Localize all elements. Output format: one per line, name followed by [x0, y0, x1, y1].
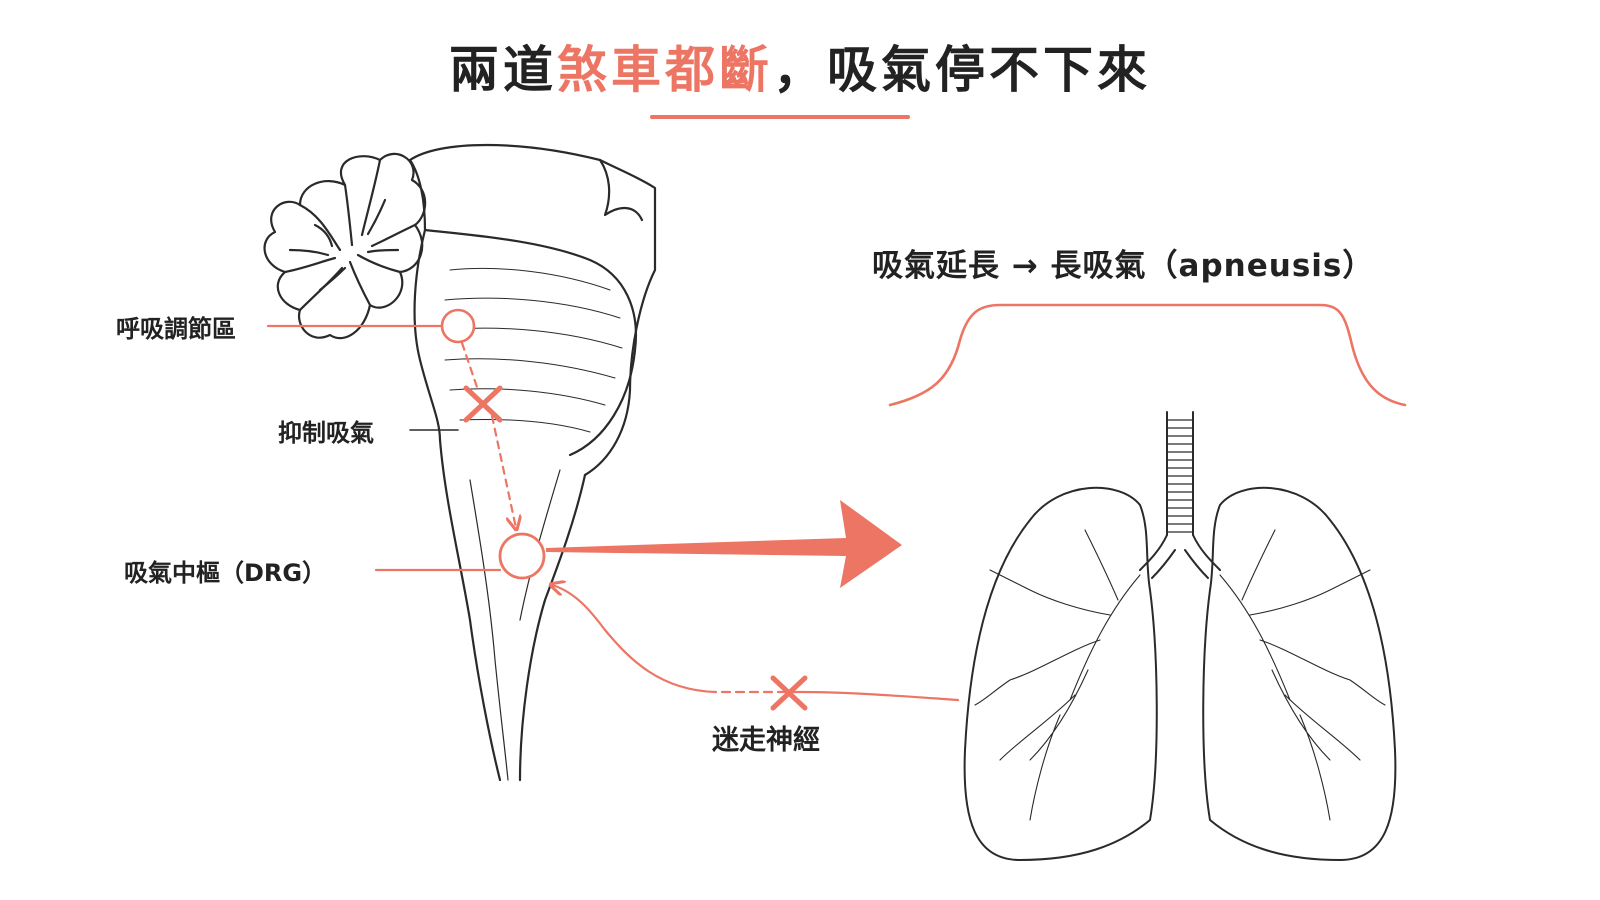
pathway — [266, 308, 960, 711]
lungs-illustration — [963, 411, 1397, 861]
label-pneumotaxic: 呼吸調節區 — [116, 315, 236, 343]
label-inhibit: 抑制吸氣 — [278, 419, 374, 447]
x-mark-icon-vagus — [770, 675, 808, 711]
page-title: 兩道煞車都斷，吸氣停不下來 — [0, 30, 1600, 102]
title-underline — [650, 115, 910, 119]
left-lung — [963, 486, 1158, 861]
label-drg: 吸氣中樞（DRG） — [124, 559, 327, 587]
vagus-solid — [798, 690, 960, 702]
pons — [408, 143, 657, 477]
pneumotaxic-node — [440, 308, 476, 344]
apneusis-curve — [888, 303, 1407, 407]
title-accent: 煞車都斷 — [557, 41, 773, 99]
title-part3: ，吸氣停不下來 — [773, 41, 1151, 99]
title-part1: 兩道 — [449, 41, 557, 99]
brainstem-illustration — [263, 143, 657, 782]
medulla — [438, 438, 502, 782]
vagus-curve — [552, 585, 717, 694]
label-vagus: 迷走神經 — [712, 725, 820, 756]
curve-label: 吸氣延長 → 長吸氣（apneusis） — [872, 248, 1375, 284]
trachea — [1166, 411, 1194, 536]
right-lung — [1202, 486, 1397, 861]
x-mark-icon-top — [463, 385, 503, 423]
drg-node — [498, 532, 546, 580]
cerebellum — [263, 152, 427, 340]
big-arrow-icon — [546, 500, 902, 588]
inhibit-dashed-path — [460, 341, 516, 528]
